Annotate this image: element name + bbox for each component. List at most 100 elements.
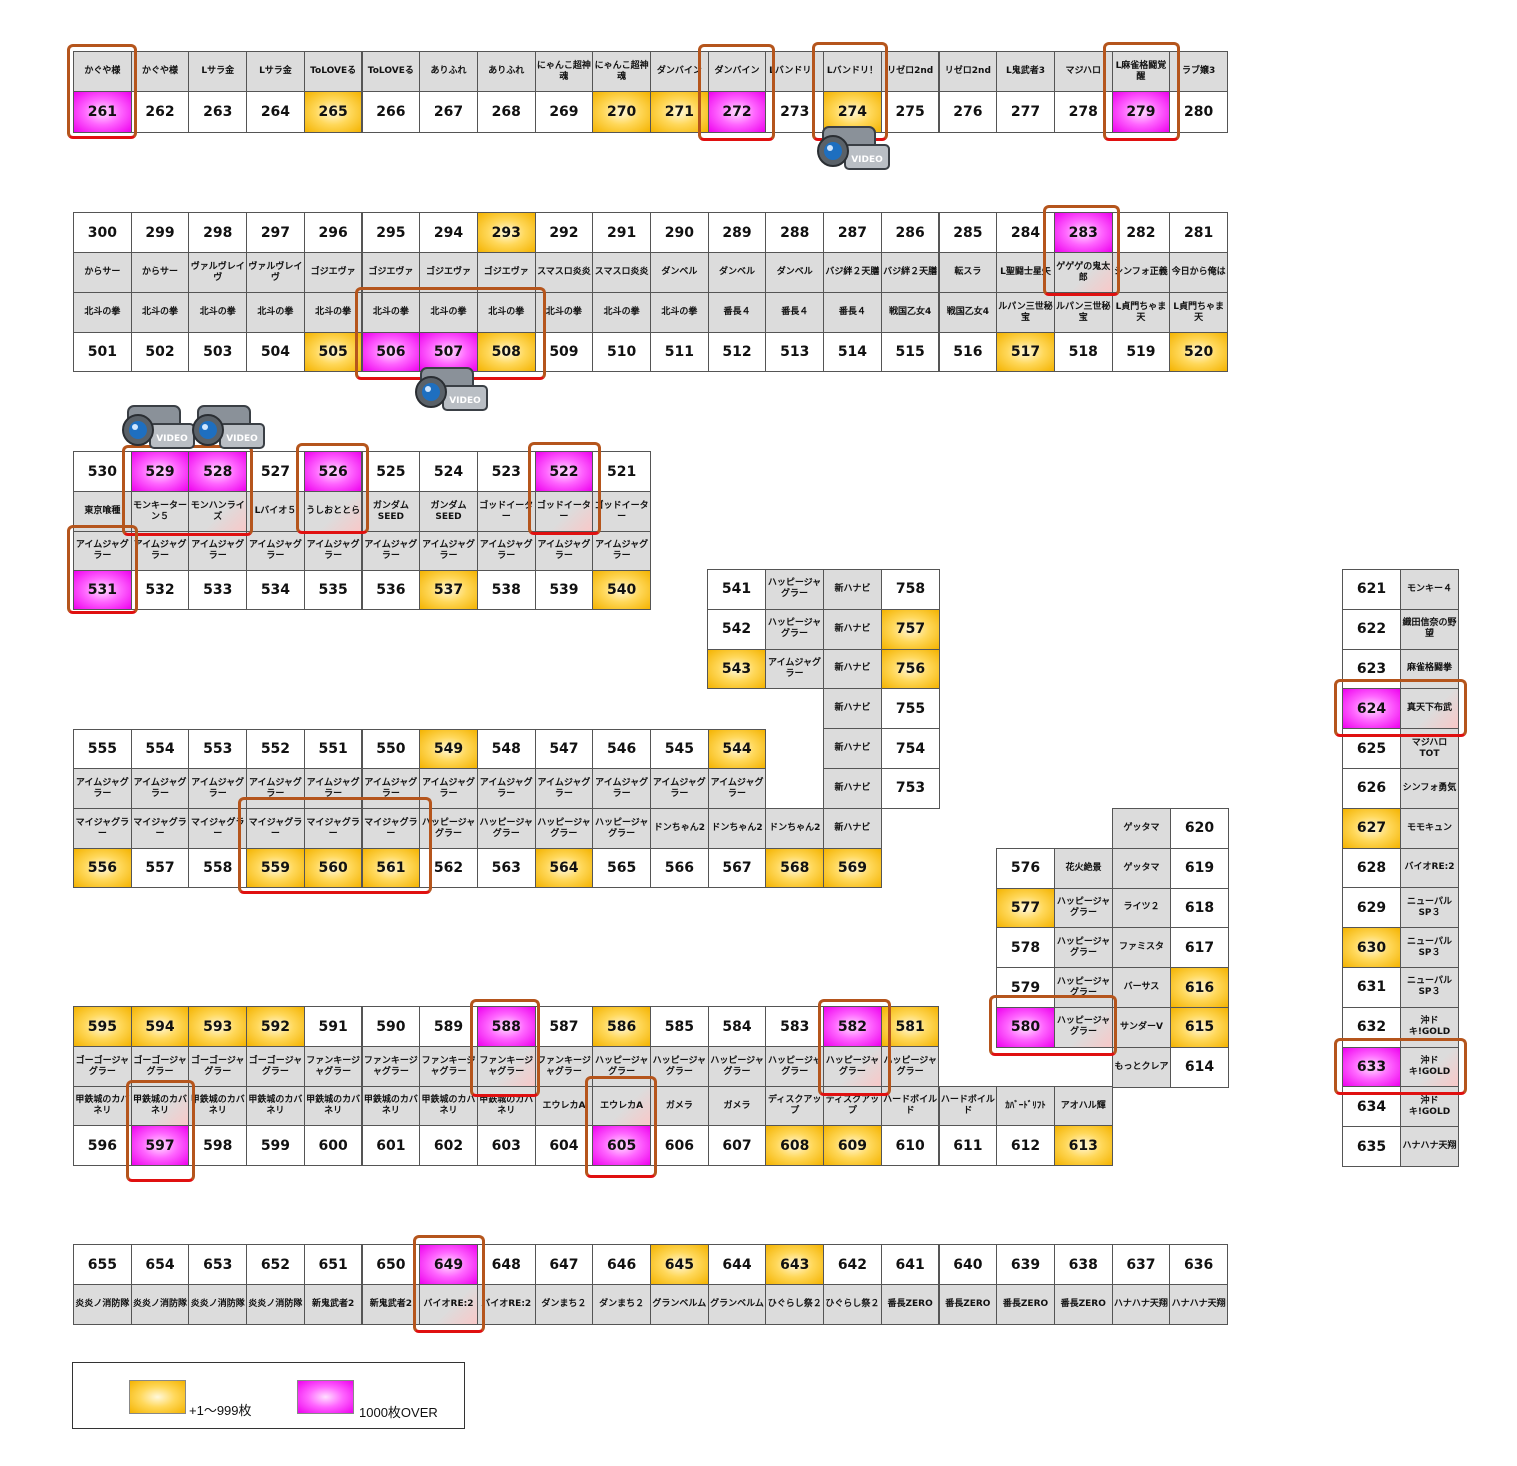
machine-number: 266 [361,91,421,133]
machine-name: 新ハナビ [823,688,882,730]
machine-name: ハッピージャグラー [823,1046,882,1087]
machine-number: 518 [1053,332,1113,372]
machine-number: 269 [534,91,594,133]
machine-name: モンハンライズ [188,491,248,532]
machine-number: 635 [1342,1126,1401,1167]
machine-name: ゴッドイーター [476,491,536,532]
machine-number: 292 [534,212,594,253]
machine-number: 555 [73,729,132,769]
machine-number: 564 [534,848,594,888]
machine-number: 647 [534,1244,594,1285]
machine-number: 519 [1111,332,1171,372]
machine-number: 504 [246,332,305,372]
machine-name: ハッピージャグラー [1054,967,1113,1008]
machine-name: ハッピージャグラー [707,1046,767,1087]
machine-name: ハッピージャグラー [880,1046,940,1087]
machine-name: 番長ZERO [880,1284,940,1325]
machine-number: 299 [130,212,190,253]
machine-number: 757 [881,608,940,650]
machine-name: ニューパルSP３ [1400,887,1459,929]
machine-name: 炎炎ノ消防隊 [188,1284,248,1325]
video-camera-icon: VIDEO [815,121,893,175]
machine-number: 626 [1342,768,1401,809]
machine-name: アイムジャグラー [592,768,651,809]
machine-name: ハッピージャグラー [1054,887,1113,929]
machine-number: 263 [188,91,248,133]
machine-number: 585 [650,1006,709,1047]
machine-name: ハッピージャグラー [1054,927,1113,969]
machine-name: エウレカA [534,1086,594,1126]
machine-name: マジハロTOT [1400,728,1459,769]
machine-name: アイムジャグラー [73,768,132,809]
machine-name: ディスクアップ [765,1086,825,1126]
machine-name: アイムジャグラー [707,768,767,809]
machine-number: 631 [1342,967,1401,1008]
machine-name: アイムジャグラー [361,768,421,809]
machine-name: アイムジャグラー [246,768,305,809]
machine-name: 北斗の拳 [130,292,190,333]
machine-name: ハッピージャグラー [650,1046,709,1087]
machine-name: 炎炎ノ消防隊 [130,1284,190,1325]
machine-name: 北斗の拳 [361,292,421,333]
machine-number: 537 [419,570,478,610]
machine-name: 番長ZERO [1053,1284,1113,1325]
machine-number: 552 [246,729,305,769]
machine-number: 517 [996,332,1055,372]
machine-name: ファンキージャグラー [361,1046,421,1087]
machine-number: 551 [303,729,363,769]
machine-name: アイムジャグラー [419,768,478,809]
machine-number: 528 [188,451,248,492]
video-camera-label: VIDEO [226,434,258,444]
machine-number: 281 [1169,212,1228,253]
machine-name: 番長４ [707,292,767,333]
machine-number: 649 [419,1244,478,1285]
machine-name: アイムジャグラー [361,531,421,571]
machine-number: 601 [361,1125,421,1166]
machine-number: 510 [592,332,651,372]
machine-name: L麻雀格闘覚醒 [1111,51,1171,92]
machine-name: ゲゲゲの鬼太郎 [1053,252,1113,293]
machine-name: サンダーV [1112,1007,1171,1048]
machine-name: Lバイオ５ [246,491,305,532]
machine-number: 548 [476,729,536,769]
machine-number: 576 [996,847,1055,889]
machine-name: アイムジャグラー [73,531,132,571]
machine-number: 566 [650,848,709,888]
machine-number: 503 [188,332,248,372]
machine-name: 甲鉄城のカバネリ [246,1086,305,1126]
video-camera-icon: VIDEO [190,400,268,454]
machine-name: ハッピージャグラー [765,608,824,650]
machine-number: 509 [534,332,594,372]
machine-number: 513 [765,332,825,372]
machine-number: 599 [246,1125,305,1166]
machine-name: グランベルム [650,1284,709,1325]
machine-name: マイジャグラー [73,808,132,849]
machine-name: モモキュン [1400,807,1459,849]
machine-name: 北斗の拳 [188,292,248,333]
legend: +1～999枚 1000枚OVER [72,1362,465,1429]
machine-name: ダンバイン [650,51,709,92]
machine-name: バイオRE:2 [1400,847,1459,889]
machine-number: 280 [1169,91,1228,133]
machine-name: マイジャグラー [246,808,305,849]
machine-name: 新ハナビ [823,768,882,809]
machine-name: ニューパルSP３ [1400,927,1459,968]
machine-name: 新ハナビ [823,728,882,769]
machine-number: 267 [419,91,478,133]
machine-number: 554 [130,729,190,769]
machine-number: 262 [130,91,190,133]
machine-name: ハッピージャグラー [765,1046,825,1087]
machine-number: 651 [303,1244,363,1285]
machine-number: 604 [534,1125,594,1166]
machine-number: 756 [881,648,940,690]
machine-number: 637 [1111,1244,1171,1285]
machine-name: ハッピージャグラー [419,808,478,849]
machine-name: ガメラ [707,1086,767,1126]
machine-number: 501 [73,332,132,372]
machine-number: 614 [1170,1046,1229,1088]
machine-number: 632 [1342,1006,1401,1048]
machine-number: 288 [765,212,825,253]
machine-name: ゴーゴージャグラー [130,1046,190,1087]
machine-name: ファミスタ [1112,927,1171,969]
machine-number: 608 [765,1125,825,1166]
